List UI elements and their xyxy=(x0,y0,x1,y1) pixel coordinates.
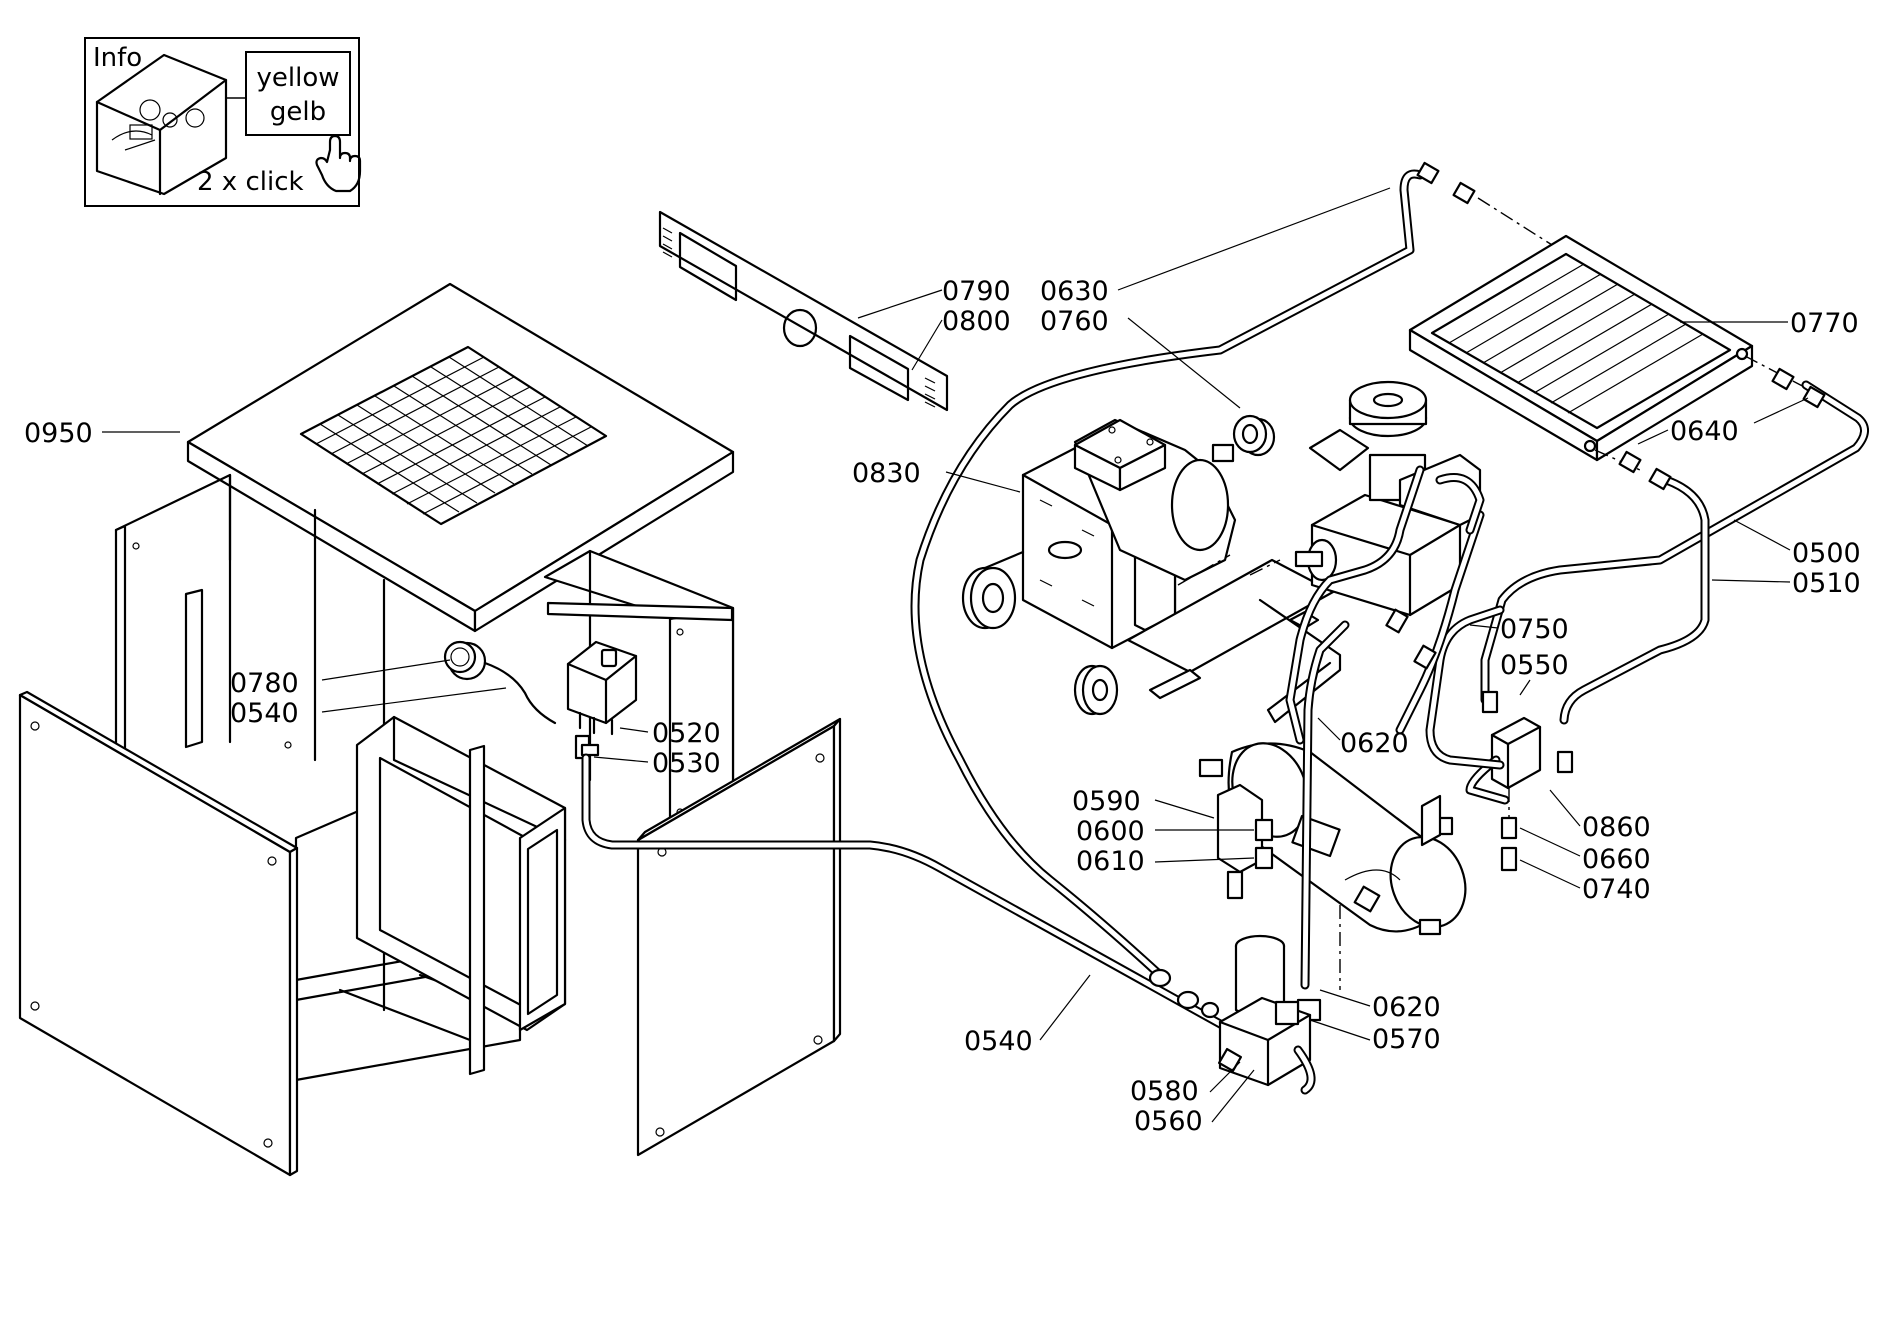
side-panel-left xyxy=(18,690,299,1177)
coupling-0760[interactable] xyxy=(1232,414,1276,457)
hose-0630[interactable] xyxy=(910,169,1425,980)
valve-block-0550[interactable] xyxy=(1425,605,1574,805)
callout-0590[interactable]: 0590 xyxy=(1072,786,1141,817)
info-box[interactable]: Info yellow gelb 2 x click xyxy=(84,37,362,207)
color-label-de: gelb xyxy=(270,97,326,127)
leader-lines xyxy=(102,187,1809,1123)
callout-0610[interactable]: 0610 xyxy=(1076,846,1145,877)
callout-0740[interactable]: 0740 xyxy=(1582,874,1651,905)
color-label-en: yellow xyxy=(256,63,339,93)
callout-0800[interactable]: 0800 xyxy=(942,306,1011,337)
callout-0530[interactable]: 0530 xyxy=(652,748,721,779)
pressure-switch-0520[interactable] xyxy=(566,640,638,736)
callout-0600[interactable]: 0600 xyxy=(1076,816,1145,847)
fittings-row xyxy=(1148,968,1220,1019)
plug-0740[interactable] xyxy=(1500,846,1518,872)
fitting-0660[interactable] xyxy=(1500,816,1518,840)
callout-0830[interactable]: 0830 xyxy=(852,458,921,489)
callout-0550[interactable]: 0550 xyxy=(1500,650,1569,681)
callout-0510[interactable]: 0510 xyxy=(1792,568,1861,599)
callout-0520[interactable]: 0520 xyxy=(652,718,721,749)
compressor-block xyxy=(1294,380,1482,617)
callout-labels: 0950 0790 0800 0630 0760 0770 0640 0830 … xyxy=(24,276,1861,1137)
callout-0790[interactable]: 0790 xyxy=(942,276,1011,307)
cooler-0770[interactable] xyxy=(1408,234,1754,462)
callout-0950[interactable]: 0950 xyxy=(24,418,93,449)
callout-0500[interactable]: 0500 xyxy=(1792,538,1861,569)
fitting-0600[interactable] xyxy=(1254,818,1274,842)
callout-0560[interactable]: 0560 xyxy=(1134,1106,1203,1137)
top-plate-0950[interactable] xyxy=(186,282,735,633)
callout-0580[interactable]: 0580 xyxy=(1130,1076,1199,1107)
color-legend-box xyxy=(245,51,351,136)
callout-0780[interactable]: 0780 xyxy=(230,668,299,699)
callout-0760[interactable]: 0760 xyxy=(1040,306,1109,337)
fitting-top xyxy=(1416,161,1476,205)
callout-0660[interactable]: 0660 xyxy=(1582,844,1651,875)
hand-pointer-icon xyxy=(315,134,362,193)
info-title: Info xyxy=(93,43,142,73)
fitting-0580[interactable] xyxy=(1217,1000,1316,1095)
callout-0860[interactable]: 0860 xyxy=(1582,812,1651,843)
callout-0630[interactable]: 0630 xyxy=(1040,276,1109,307)
pressure-gauge-0780[interactable] xyxy=(443,640,557,725)
double-click-hint: 2 x click xyxy=(197,167,304,197)
hose-0750[interactable] xyxy=(1285,465,1485,745)
control-panel-0790[interactable] xyxy=(658,210,949,412)
fitting-0610[interactable] xyxy=(1226,846,1274,900)
callout-0770[interactable]: 0770 xyxy=(1790,308,1859,339)
callout-0540-top[interactable]: 0540 xyxy=(230,698,299,729)
callout-0620-top[interactable]: 0620 xyxy=(1340,728,1409,759)
callout-0620-bottom[interactable]: 0620 xyxy=(1372,992,1441,1023)
side-panel-right xyxy=(636,717,842,1157)
hose-0510[interactable] xyxy=(1559,473,1710,725)
hose-0500[interactable] xyxy=(1480,380,1869,705)
motor-plate-0830[interactable] xyxy=(961,418,1237,716)
callout-0640[interactable]: 0640 xyxy=(1670,416,1739,447)
callout-0750[interactable]: 0750 xyxy=(1500,614,1569,645)
pipe-0540[interactable] xyxy=(581,753,1227,1030)
callout-0570[interactable]: 0570 xyxy=(1372,1024,1441,1055)
cabinet-assembly xyxy=(18,282,842,1177)
info-thumbnail xyxy=(95,53,228,196)
pipe-0620[interactable] xyxy=(1300,620,1350,990)
callout-0540-bottom[interactable]: 0540 xyxy=(964,1026,1033,1057)
fittings-0640[interactable] xyxy=(1618,367,1826,491)
